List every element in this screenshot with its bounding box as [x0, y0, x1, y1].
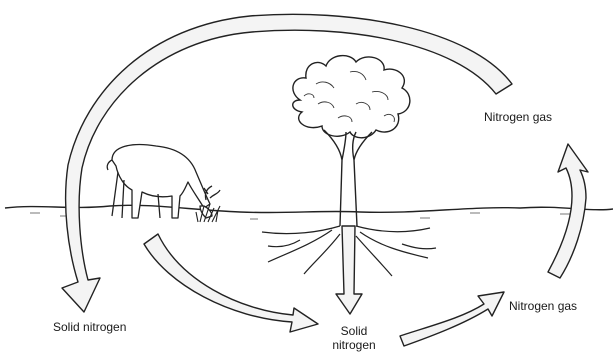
deer-tail	[107, 160, 112, 170]
label-solid-nitrogen-left: Solid nitrogen	[53, 320, 126, 334]
label-nitrogen-gas-top: Nitrogen gas	[484, 110, 552, 124]
label-solid-nitrogen-center-line1: Solid	[322, 324, 386, 338]
label-nitrogen-gas-bottom: Nitrogen gas	[509, 299, 577, 313]
label-solid-nitrogen-center-line2: nitrogen	[322, 338, 386, 352]
tree-canopy	[293, 56, 410, 138]
arrow-deer-to-soil	[144, 234, 318, 332]
ground-line	[5, 205, 613, 212]
arrow-gas-up	[548, 144, 588, 278]
arrow-soil-to-gas	[400, 292, 504, 346]
label-solid-nitrogen-center: Solid nitrogen	[322, 324, 386, 352]
ground-texture	[30, 213, 570, 219]
